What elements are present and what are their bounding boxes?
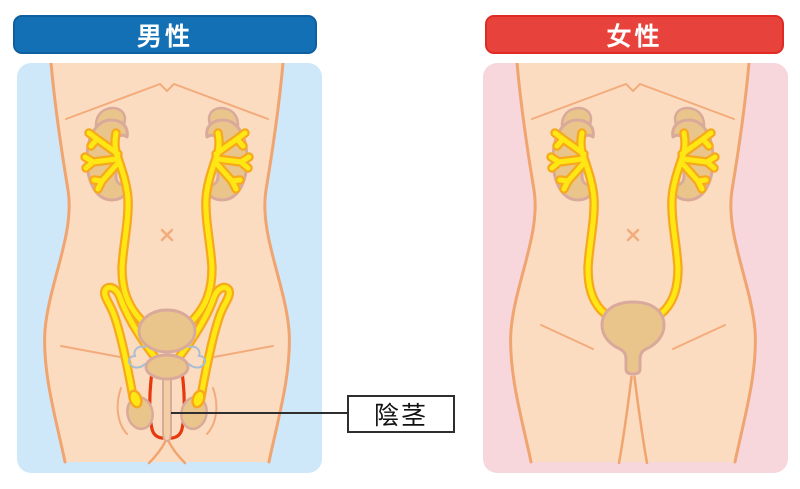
male-header-badge: 男性 <box>13 15 317 54</box>
torso-outline <box>509 63 537 464</box>
prostate <box>144 353 190 381</box>
torso-outline <box>263 63 291 464</box>
torso-outline <box>43 63 71 464</box>
seminal-vesicle <box>127 345 146 369</box>
ribcage-line <box>531 82 735 120</box>
navel-mark <box>160 228 174 242</box>
torso-outline <box>729 63 757 464</box>
annotation-label-box: 陰茎 <box>347 395 455 433</box>
inner-leg-lines <box>617 375 649 465</box>
bladder <box>137 308 197 354</box>
annotation-leader-line <box>171 412 347 414</box>
seminal-vesicle <box>188 345 207 369</box>
inner-leg-lines <box>147 440 187 465</box>
urethra <box>162 374 172 443</box>
hip-crease-lines <box>60 345 274 358</box>
female-header-badge: 女性 <box>485 15 784 54</box>
epididymis <box>128 389 143 409</box>
female-panel <box>483 63 788 473</box>
male-header-label: 男性 <box>136 22 193 51</box>
body-silhouette <box>510 63 756 462</box>
female-header-label: 女性 <box>606 22 663 51</box>
male-panel <box>17 63 322 473</box>
epididymis <box>191 389 206 409</box>
male-urinary-system-illustration <box>43 63 291 465</box>
female-urinary-system-illustration <box>509 63 757 465</box>
navel-mark <box>626 228 640 242</box>
annotation-label: 陰茎 <box>373 402 428 430</box>
bladder <box>600 300 666 376</box>
ribcage-line <box>65 82 269 120</box>
hip-crease-lines <box>540 324 726 350</box>
